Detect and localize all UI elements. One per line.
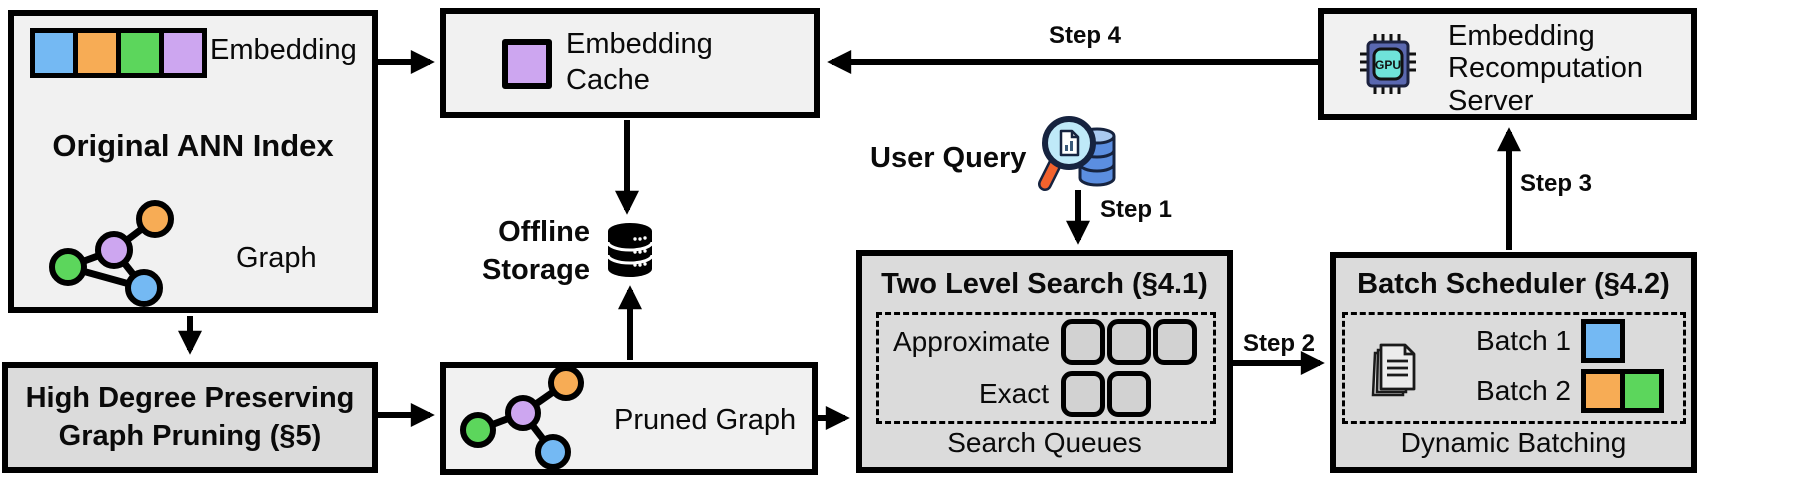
approximate-queue-row: Approximate [885, 319, 1207, 365]
batch1-row: Batch 1 [1435, 319, 1677, 363]
step2-label: Step 2 [1242, 330, 1316, 357]
embedding-vector-icon [30, 28, 207, 78]
queue-slot [1153, 319, 1197, 365]
embedding-cache-box: Embedding Cache [440, 8, 820, 118]
exact-label: Exact [978, 378, 1049, 409]
query-search-database-icon [1038, 116, 1116, 191]
embedding-cell-green [121, 33, 159, 73]
step1-label: Step 1 [1100, 196, 1173, 223]
batch2-squares [1581, 369, 1677, 413]
graph-pruning-box: High Degree Preserving Graph Pruning (§5… [2, 362, 378, 473]
pruned-graph-icon [460, 365, 584, 470]
batch-item-green [1620, 369, 1664, 413]
approximate-queue-slots [1061, 319, 1207, 365]
dynamic-batching-area: Batch 1 Batch 2 [1342, 312, 1686, 424]
two-level-search-box: Two Level Search (§4.1) Approximate Exac… [856, 250, 1233, 473]
dynamic-batching-label: Dynamic Batching [1400, 427, 1627, 458]
queue-slot [1107, 371, 1151, 417]
offline-storage-label: Offline Storage [482, 216, 590, 286]
queue-slot [1061, 371, 1105, 417]
database-icon [606, 223, 654, 277]
step4-label: Step 4 [1048, 22, 1122, 49]
queue-slot [1107, 319, 1151, 365]
two-level-search-title: Two Level Search (§4.1) [881, 268, 1208, 300]
user-query-label: User Query [870, 142, 1027, 174]
exact-queue-row: Exact [885, 371, 1207, 417]
queue-slot [1061, 319, 1105, 365]
batch-scheduler-title: Batch Scheduler (§4.2) [1357, 268, 1670, 300]
embedding-label: Embedding [210, 34, 357, 66]
gpu-chip-icon: GPU [1360, 34, 1416, 94]
approximate-label: Approximate [893, 326, 1051, 357]
graph-label: Graph [236, 242, 317, 274]
recomputation-server-title: Embedding Recomputation Server [1448, 20, 1644, 117]
embedding-cache-title: Embedding Cache [566, 28, 713, 97]
exact-queue-slots [1061, 371, 1207, 417]
batch-item-orange [1581, 369, 1625, 413]
search-queues-label: Search Queues [947, 427, 1142, 458]
batch1-label: Batch 1 [1476, 325, 1571, 356]
pruned-graph-label: Pruned Graph [614, 404, 797, 436]
full-graph-icon [49, 200, 174, 307]
embedding-cell-blue [35, 33, 73, 73]
gpu-chip-label: GPU [1375, 58, 1401, 72]
documents-icon [1371, 343, 1416, 397]
batch-scheduler-box: Batch Scheduler (§4.2) Batch 1 [1330, 252, 1697, 473]
original-ann-index-box: Embedding Original ANN Index Graph [8, 10, 378, 313]
batch2-row: Batch 2 [1435, 369, 1677, 413]
batch1-squares [1581, 319, 1677, 363]
search-queues-area: Approximate Exact [876, 312, 1216, 424]
embedding-cell-purple [164, 33, 202, 73]
original-ann-index-title: Original ANN Index [52, 128, 334, 163]
graph-pruning-title: High Degree Preserving Graph Pruning (§5… [25, 381, 355, 452]
recomputation-server-box: GPU Embedding Recomputation Server [1318, 8, 1697, 120]
batch-item-blue [1581, 319, 1625, 363]
step3-label: Step 3 [1520, 170, 1593, 197]
embedding-cell-orange [78, 33, 116, 73]
pruned-graph-box: Pruned Graph [440, 362, 818, 475]
cached-embedding-icon [502, 39, 552, 89]
batch2-label: Batch 2 [1476, 375, 1571, 406]
